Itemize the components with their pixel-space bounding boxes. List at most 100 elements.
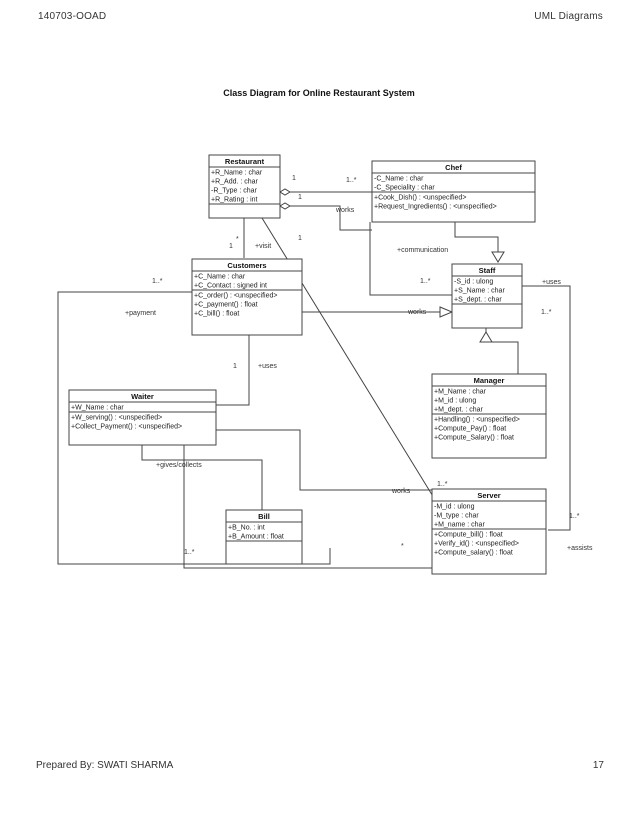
class-operation: +W_serving() : <unspecified> <box>71 415 162 422</box>
class-operation: +C_bill() : float <box>194 311 239 318</box>
label-uses-many: 1..* <box>541 309 552 316</box>
class-restaurant: Restaurant +R_Name : char +R_Add. : char -R… <box>208 154 281 219</box>
class-attribute: -R_Type : char <box>211 188 258 195</box>
label-rest-chef-many: 1..* <box>346 177 357 184</box>
class-attribute: +S_dept. : char <box>454 297 502 304</box>
class-attribute: -S_id : ulong <box>454 279 493 286</box>
label-cust-many: 1..* <box>152 278 163 285</box>
class-name: Chef <box>445 163 462 172</box>
diagram-title: Class Diagram for Online Restaurant Syst… <box>223 88 415 98</box>
label-server-many: 1..* <box>437 481 448 488</box>
class-customers: Customers +C_Name : char +C_Contact : sign… <box>191 258 303 336</box>
footer-page-number: 17 <box>592 760 604 771</box>
class-operation: +Compute_salary() : float <box>434 550 513 557</box>
inheritance-arrow <box>491 251 505 263</box>
class-attribute: +R_Name : char <box>211 170 263 177</box>
class-box <box>208 154 281 219</box>
class-box <box>68 389 217 446</box>
class-operation: +C_payment() : float <box>194 302 258 309</box>
class-manager: Manager +M_Name : char +M_id : ulong +M_dep… <box>431 373 547 459</box>
label-gives: +gives/collects <box>156 462 202 469</box>
label-cust-uses-one: 1 <box>233 363 237 370</box>
label-cust-uses: +uses <box>258 363 277 370</box>
label-bill-many: 1..* <box>184 549 195 556</box>
class-attribute: -M_id : ulong <box>434 504 475 511</box>
label-rest-chef-one: 1 <box>292 175 296 182</box>
label-payment: +payment <box>125 310 156 317</box>
class-operation: +Compute_Salary() : float <box>434 435 514 442</box>
label-rest-one-b: 1 <box>298 194 302 201</box>
class-operation: +Verify_id() : <unspecified> <box>434 541 519 548</box>
customers-payment-line <box>57 291 331 565</box>
class-attribute: +R_Add. : char <box>211 179 259 186</box>
class-attribute: +B_Amount : float <box>228 534 284 541</box>
label-cust-star: * <box>236 236 239 243</box>
class-operation: +Handling() : <unspecified> <box>434 417 520 424</box>
class-attribute: -C_Name : char <box>374 176 424 183</box>
chef-staff-communication-line <box>369 222 452 296</box>
class-operation: +Cook_Dish() : <unspecified> <box>374 195 466 202</box>
class-operation: +Compute_Pay() : float <box>434 426 506 433</box>
class-attribute: +M_dept. : char <box>434 407 484 414</box>
class-attribute: -M_type : char <box>434 513 479 520</box>
label-rest-server-one: 1 <box>298 235 302 242</box>
class-attribute: +R_Rating : int <box>211 197 258 204</box>
class-operation: +Collect_Payment() : <unspecified> <box>71 424 182 431</box>
aggregation-diamond <box>279 202 291 210</box>
restaurant-chef-works-line <box>290 205 372 231</box>
class-operation: +Compute_bill() : float <box>434 532 503 539</box>
label-uses-top: +uses <box>542 279 561 286</box>
class-name: Customers <box>227 261 266 270</box>
label-staff-many: 1..* <box>420 278 431 285</box>
class-attribute: +B_No. : int <box>228 525 265 532</box>
uml-classes: Restaurant +R_Name : char +R_Add. : char -R… <box>68 154 547 575</box>
class-operation: +Request_Ingredients() : <unspecified> <box>374 204 497 211</box>
class-attribute: +C_Name : char <box>194 274 246 281</box>
class-box <box>191 258 303 336</box>
class-name: Bill <box>258 512 270 521</box>
class-attribute: +M_name : char <box>434 522 485 529</box>
class-box <box>225 509 303 565</box>
class-attribute: +M_id : ulong <box>434 398 476 405</box>
label-works-chef: works <box>335 207 355 214</box>
label-works-server: works <box>391 488 411 495</box>
label-works-staff: works <box>407 309 427 316</box>
class-name: Manager <box>474 376 505 385</box>
class-box <box>431 373 547 459</box>
class-attribute: +S_Name : char <box>454 288 505 295</box>
bill-server-line <box>183 420 432 569</box>
label-assists: +assists <box>567 545 593 552</box>
manager-staff-generalization <box>485 328 519 374</box>
class-name: Server <box>477 491 500 500</box>
waiter-server-line <box>216 429 432 491</box>
class-attribute: +C_Contact : signed int <box>194 283 267 290</box>
relationship-lines <box>57 188 571 569</box>
class-attribute: -C_Speciality : char <box>374 185 435 192</box>
footer-author: Prepared By: SWATI SHARMA <box>36 760 174 771</box>
class-name: Waiter <box>131 392 154 401</box>
class-attribute: +W_Name : char <box>71 405 124 412</box>
class-attribute: +M_Name : char <box>434 389 487 396</box>
header-section-title: UML Diagrams <box>534 11 603 22</box>
label-server-many-right: 1..* <box>569 513 580 520</box>
label-cust-one: 1 <box>229 243 233 250</box>
class-staff: Staff -S_id : ulong +S_Name : char +S_dept.… <box>451 263 523 329</box>
class-name: Restaurant <box>225 157 265 166</box>
class-chef: Chef -C_Name : char -C_Speciality : char +C… <box>371 160 536 223</box>
label-visit: +visit <box>255 243 271 250</box>
class-operation: +C_order() : <unspecified> <box>194 293 277 300</box>
class-waiter: Waiter +W_Name : char +W_serving() : <unsp… <box>68 389 217 446</box>
inheritance-arrow <box>439 306 454 318</box>
customers-waiter-uses-line <box>216 335 250 406</box>
staff-server-assists-line <box>522 285 571 531</box>
waiter-bill-line <box>141 445 263 510</box>
label-communication: +communication <box>397 247 448 254</box>
chef-staff-generalization <box>454 222 499 252</box>
aggregation-diamond <box>279 188 291 196</box>
class-server: Server-M_id : ulong -M_type : char +M_name… <box>431 488 547 575</box>
label-bill-star: * <box>401 543 404 550</box>
class-name: Staff <box>479 266 496 275</box>
class-box <box>431 488 547 575</box>
